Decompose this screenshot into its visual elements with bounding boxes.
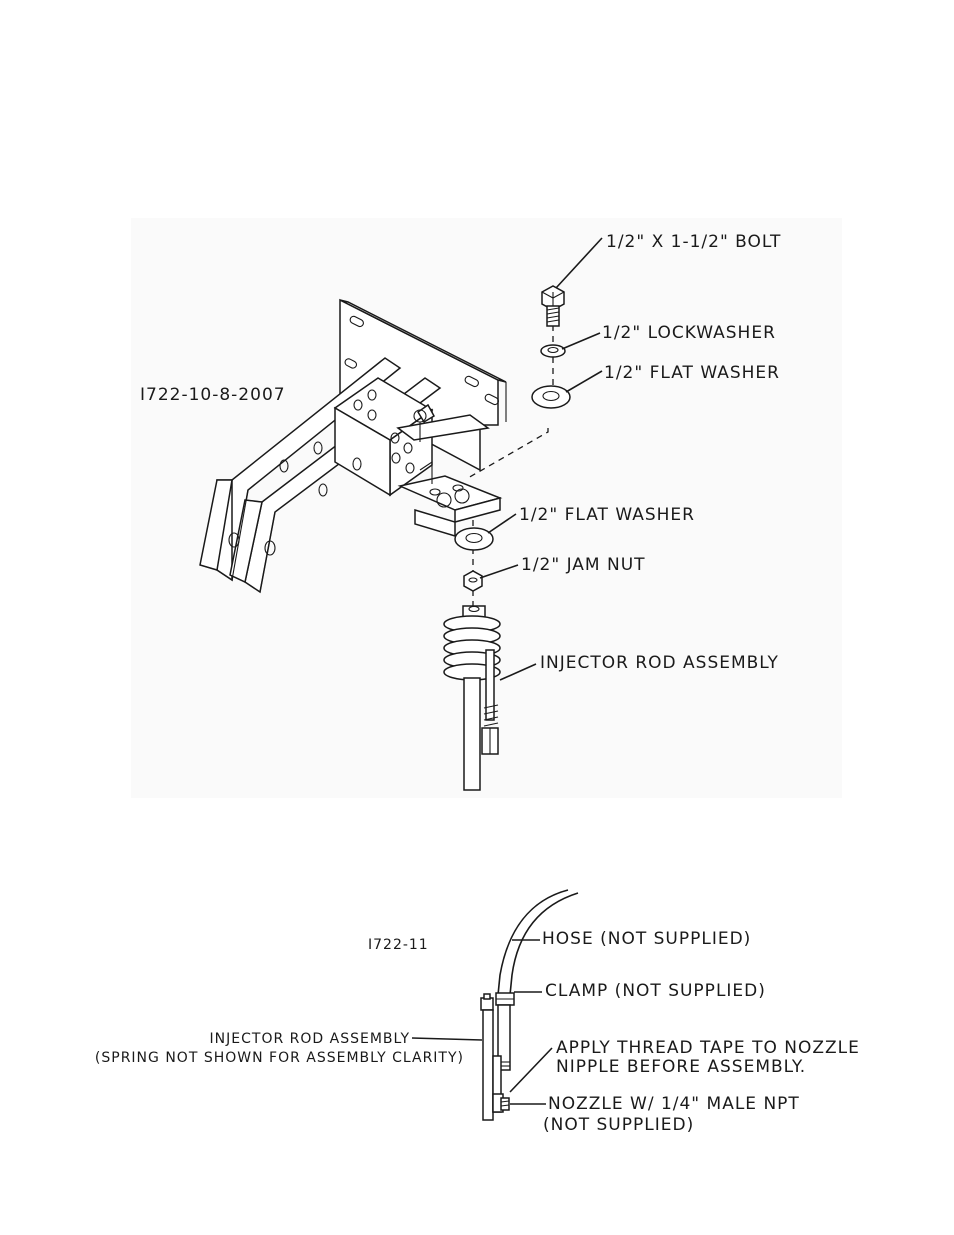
leader-lockwasher (561, 332, 601, 350)
leader-thread-tape (509, 1047, 553, 1093)
label-thread-tape-line2: NIPPLE BEFORE ASSEMBLY. (556, 1057, 806, 1077)
label-flat-washer-bottom: 1/2" FLAT WASHER (519, 505, 695, 525)
leader-jam-nut (479, 564, 519, 579)
centerline-diagonal (467, 428, 549, 479)
mounting-bracket (199, 298, 507, 594)
hose-barb-icon (497, 1004, 511, 1071)
leader-bolt (555, 237, 603, 289)
flat-washer-bottom-icon (454, 527, 494, 551)
leader-flat-washer-top (565, 370, 603, 393)
label-injector-rod: INJECTOR ROD ASSEMBLY (540, 653, 779, 673)
label-nozzle-line1: NOZZLE W/ 1/4" MALE NPT (548, 1094, 800, 1114)
lockwasher-icon (540, 344, 566, 358)
nozzle-icon (500, 1097, 510, 1111)
label-clamp: CLAMP (NOT SUPPLIED) (545, 981, 766, 1001)
bolt-icon (541, 285, 565, 327)
flat-washer-top-icon (531, 385, 571, 409)
label-nozzle-line2: (NOT SUPPLIED) (543, 1115, 694, 1135)
clamp-icon (495, 992, 515, 1006)
label-injector-rod-bottom-line1: INJECTOR ROD ASSEMBLY (210, 1031, 410, 1047)
label-lockwasher: 1/2" LOCKWASHER (602, 323, 776, 343)
label-hose: HOSE (NOT SUPPLIED) (542, 929, 751, 949)
jam-nut-icon (463, 570, 483, 592)
leader-injector-rod-bottom (411, 1037, 483, 1041)
top-figure: I722-10-8-2007 1/2" X 1-1/2" BOLT 1/2" L… (140, 232, 781, 791)
label-jam-nut: 1/2" JAM NUT (521, 555, 646, 575)
drawing-id-bottom: I722-11 (368, 937, 429, 953)
leader-injector-rod (499, 663, 537, 681)
label-flat-washer-top: 1/2" FLAT WASHER (604, 363, 780, 383)
drawing-id-top: I722-10-8-2007 (140, 385, 286, 405)
leader-flat-washer-bottom (487, 513, 517, 534)
hose-icon (497, 889, 579, 996)
label-bolt: 1/2" X 1-1/2" BOLT (606, 232, 781, 252)
bottom-figure: I722-11 HOSE (NOT SUPPLIED) CLAMP (NOT S… (95, 889, 860, 1135)
label-injector-rod-bottom-line2: (SPRING NOT SHOWN FOR ASSEMBLY CLARITY) (95, 1050, 464, 1066)
label-thread-tape-line1: APPLY THREAD TAPE TO NOZZLE (556, 1038, 860, 1058)
injector-rod-icon (443, 605, 501, 791)
